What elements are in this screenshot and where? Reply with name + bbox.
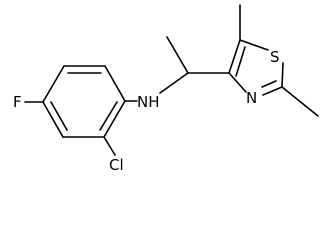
bond-ring-to-chlorine — [103, 136, 116, 156]
ring-bond-c6-c1 — [42, 65, 65, 103]
sulfur-label: S — [270, 48, 280, 66]
thiazole-double-bond-c2-n — [261, 80, 277, 88]
structure-svg: F Cl NH S N — [13, 4, 319, 174]
ring-bond-c5-c6 — [42, 101, 64, 138]
thiazole-ring — [228, 39, 284, 96]
thiazole-bond-c4-c5 — [228, 39, 241, 74]
thiazole-bond-n-c4 — [228, 72, 247, 93]
molecule-diagram: F Cl NH S N — [13, 4, 319, 174]
chlorine-label: Cl — [109, 156, 124, 174]
thiazole-double-bond-c4-c5 — [235, 46, 246, 77]
bond-amine-to-ch — [159, 72, 189, 94]
thiazole-bond-c2-n — [262, 86, 283, 96]
nitrogen-label: N — [246, 89, 257, 107]
amine-label: NH — [137, 93, 160, 111]
benzene-ring — [42, 65, 126, 138]
thiazole-bond-c5-s — [239, 39, 269, 51]
ring-bond-c2-c3 — [104, 65, 126, 102]
ring-bond-c3-c4 — [103, 100, 126, 138]
bond-c2-to-methyl — [281, 86, 319, 117]
bond-ch-to-methyl — [166, 36, 189, 74]
ring-double-bond-right — [99, 101, 118, 131]
ring-double-bond-left — [50, 101, 68, 131]
fluorine-label: F — [13, 93, 22, 111]
thiazole-bond-s-c2 — [281, 62, 284, 88]
